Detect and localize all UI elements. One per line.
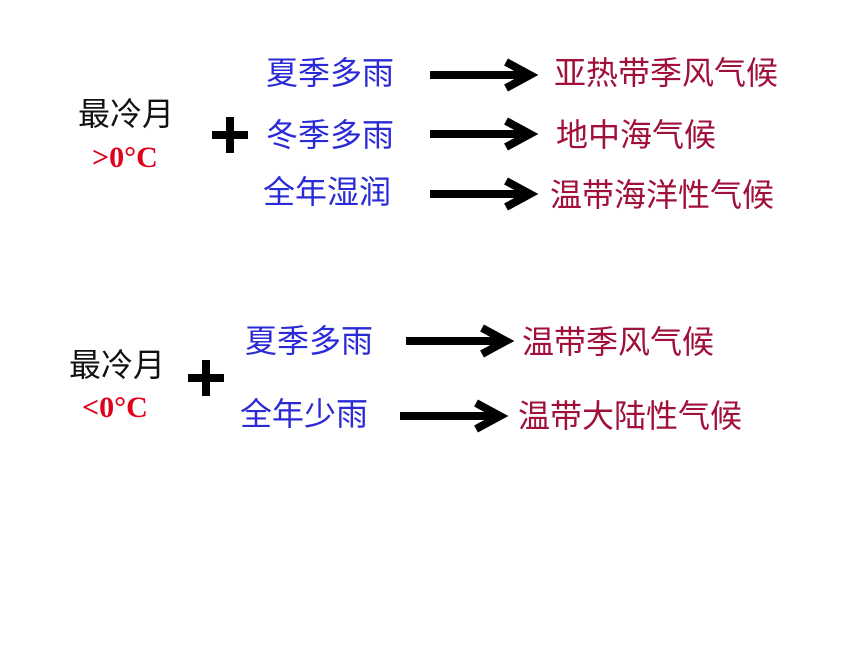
group1-condition-2: 冬季多雨 <box>266 116 395 154</box>
plus-icon <box>212 117 248 153</box>
group1-condition-1: 夏季多雨 <box>266 54 395 92</box>
arrow-right-icon <box>400 399 509 433</box>
group2-label: 最冷月 <box>69 346 166 384</box>
arrow-right-icon <box>430 117 539 151</box>
group1-condition-3: 全年湿润 <box>263 173 392 211</box>
group1-climate-3: 温带海洋性气候 <box>550 176 775 214</box>
plus-icon <box>188 360 224 396</box>
arrow-right-icon <box>430 58 539 92</box>
arrow-right-icon <box>406 324 515 358</box>
group2-climate-1: 温带季风气候 <box>522 323 715 361</box>
group1-climate-1: 亚热带季风气候 <box>554 54 779 92</box>
group1-label: 最冷月 <box>78 95 175 133</box>
group2-condition-2: 全年少雨 <box>240 395 369 433</box>
group1-climate-2: 地中海气候 <box>556 116 717 154</box>
group1-temp: >0°C <box>92 141 158 174</box>
group2-temp: <0°C <box>82 391 148 424</box>
group2-climate-2: 温带大陆性气候 <box>518 397 743 435</box>
arrow-right-icon <box>430 177 539 211</box>
group2-condition-1: 夏季多雨 <box>245 322 374 360</box>
